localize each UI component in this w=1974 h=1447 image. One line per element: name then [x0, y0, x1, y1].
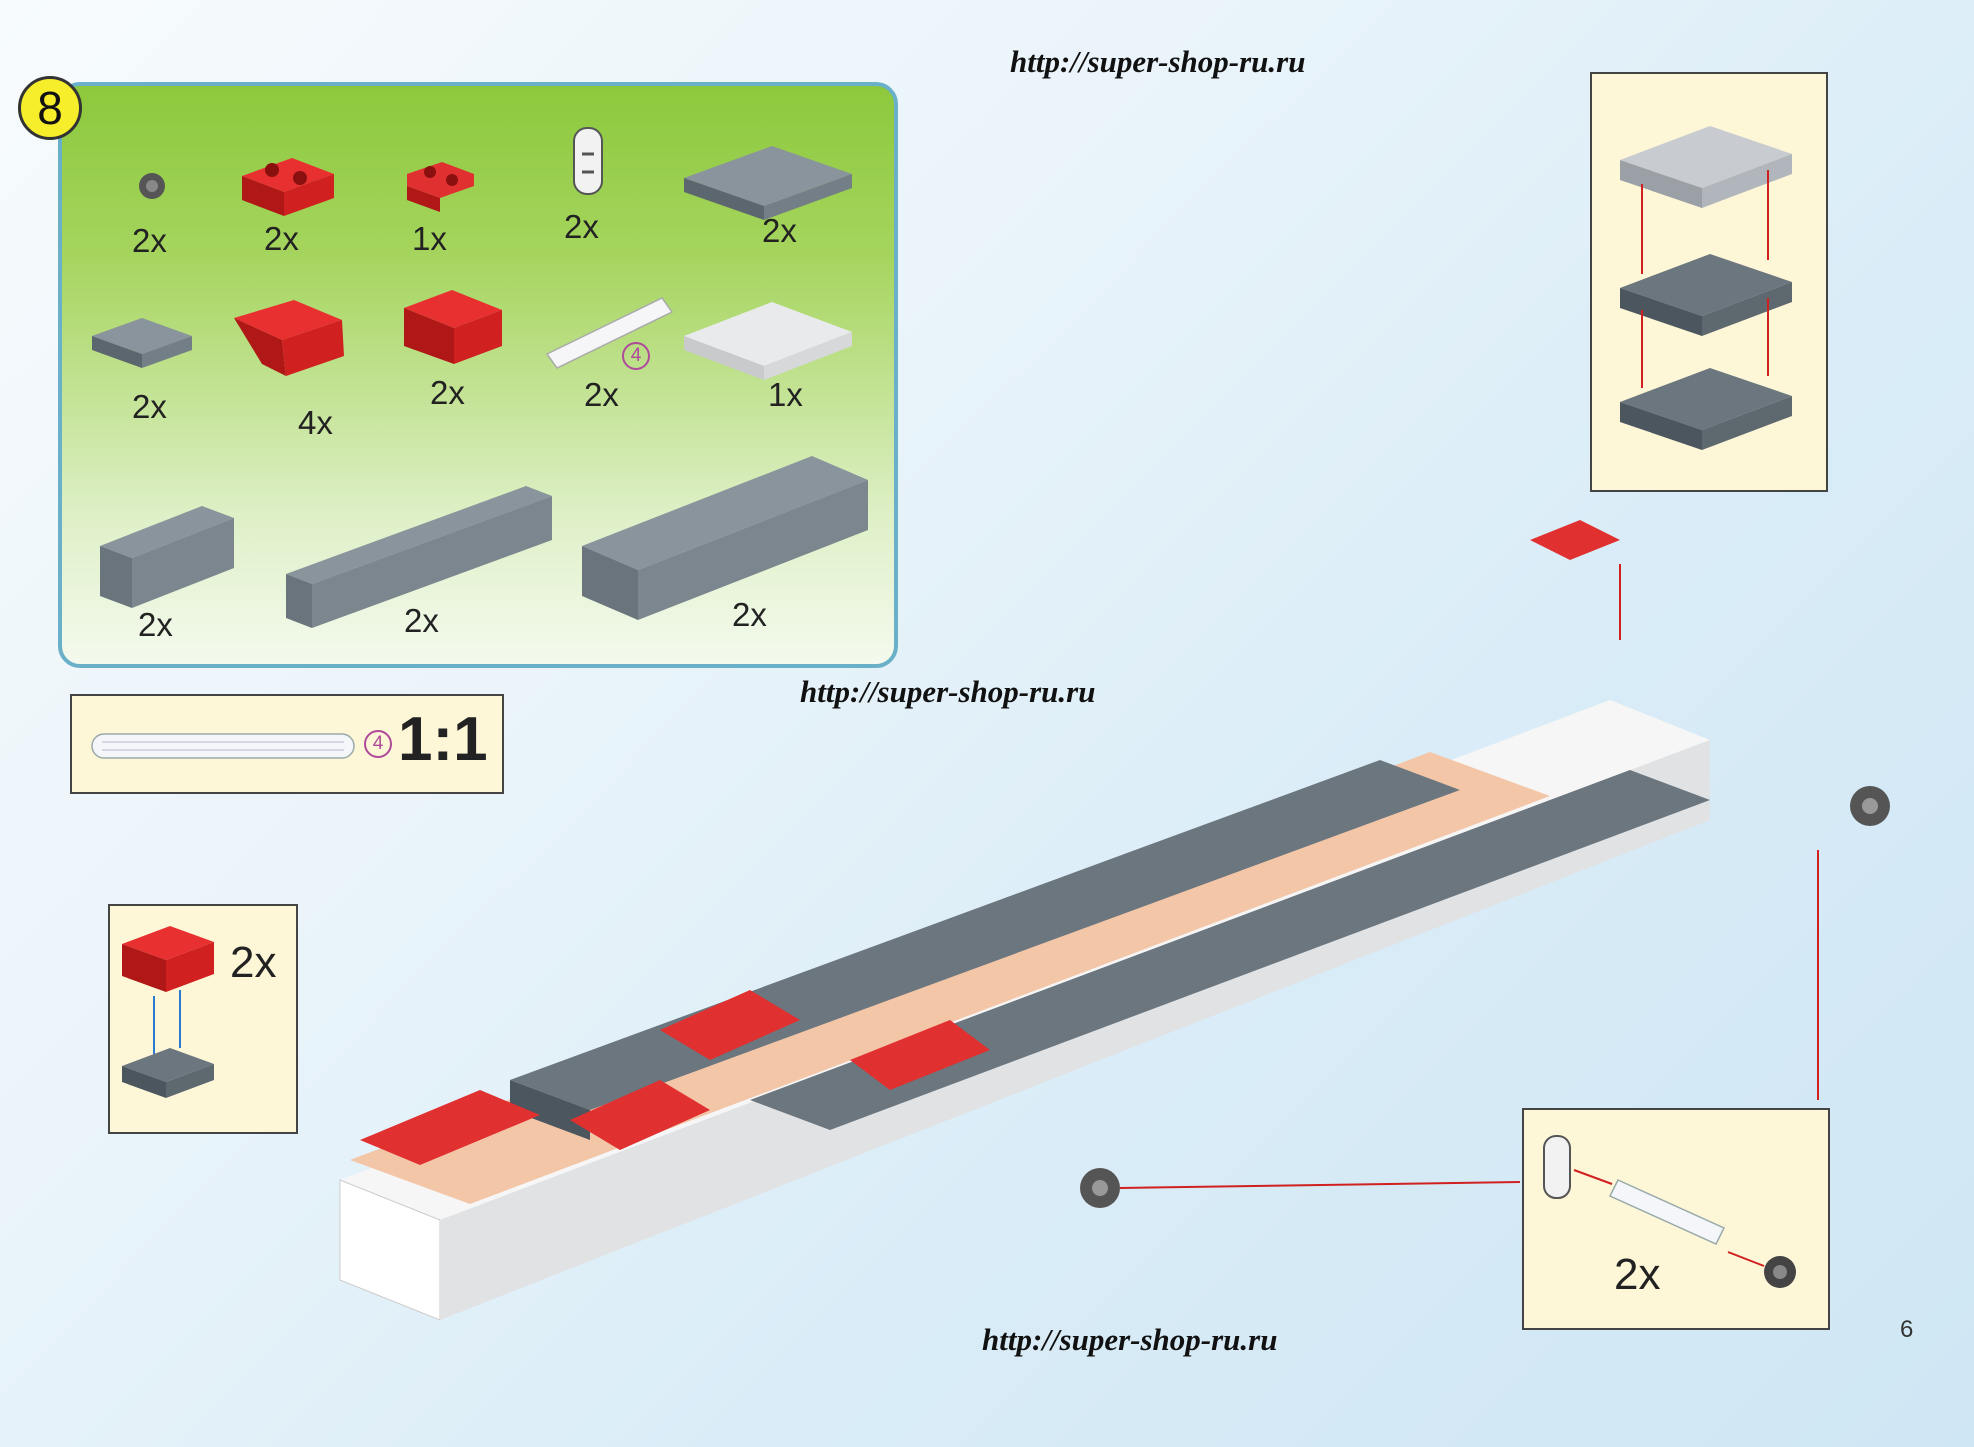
- watermark-url-middle: http://super-shop-ru.ru: [800, 674, 1096, 709]
- scale-ratio: 1:1: [398, 705, 488, 774]
- axle-size-badge: 4: [364, 730, 392, 758]
- plate-stack-illustration: [1620, 126, 1792, 450]
- light-gray-plate-icon: [684, 302, 852, 380]
- axle-scale-reference: 4 1:1: [70, 694, 504, 794]
- qty-label: 2x: [564, 208, 599, 245]
- red-corner-plate-icon: [407, 162, 474, 212]
- gray-brick-2x8-icon: [582, 456, 868, 620]
- watermark-url-top: http://super-shop-ru.ru: [1010, 44, 1306, 79]
- brick-stack-illustration: [122, 926, 214, 1098]
- red-slope-icon: [234, 300, 344, 376]
- red-corner-brick-icon: [404, 290, 502, 364]
- axle-icon: [91, 733, 355, 759]
- axle-assembly-illustration: [1543, 1135, 1796, 1288]
- axle-size-badge: 4: [622, 342, 650, 370]
- axle-assembly-callout: 2x: [1522, 1108, 1830, 1330]
- qty-label: 2x: [404, 602, 439, 639]
- qty-label: 1x: [412, 220, 447, 257]
- gray-plate-2x4-icon: [684, 146, 852, 220]
- gray-plate-2x2-icon: [92, 318, 192, 368]
- watermark-url-bottom: http://super-shop-ru.ru: [982, 1322, 1278, 1357]
- qty-label: 2x: [430, 374, 465, 411]
- qty-label: 2x: [132, 388, 167, 425]
- gray-brick-1x4-icon: [100, 506, 234, 608]
- parts-illustrations: [92, 127, 868, 628]
- qty-label: 2x: [1614, 1250, 1661, 1299]
- step-number-badge: 8: [18, 76, 82, 140]
- qty-label: 2x: [138, 606, 173, 643]
- qty-label: 2x: [584, 376, 619, 413]
- qty-label: 2x: [264, 220, 299, 257]
- bush-icon: [139, 173, 165, 199]
- page-number: 6: [1900, 1316, 1914, 1343]
- axle-icon: [545, 297, 674, 369]
- gray-brick-1x8-icon: [286, 486, 552, 628]
- parts-list-panel: 2x 2x 1x 2x 2x 2x 4x 2x 4 2x 1x 2x 2x 2x: [58, 82, 898, 668]
- qty-label: 2x: [132, 222, 167, 259]
- plate-stack-callout: [1590, 72, 1828, 492]
- qty-label: 4x: [298, 404, 333, 441]
- qty-label: 1x: [768, 376, 803, 413]
- beam-connector-icon: [573, 127, 603, 195]
- chassis-assembly-illustration: [339, 520, 1890, 1321]
- brick-stack-callout: 2x: [108, 904, 298, 1134]
- qty-label: 2x: [762, 212, 797, 249]
- qty-label: 2x: [230, 938, 277, 987]
- red-brick-1x2-icon: [242, 158, 334, 216]
- qty-label: 2x: [732, 596, 767, 633]
